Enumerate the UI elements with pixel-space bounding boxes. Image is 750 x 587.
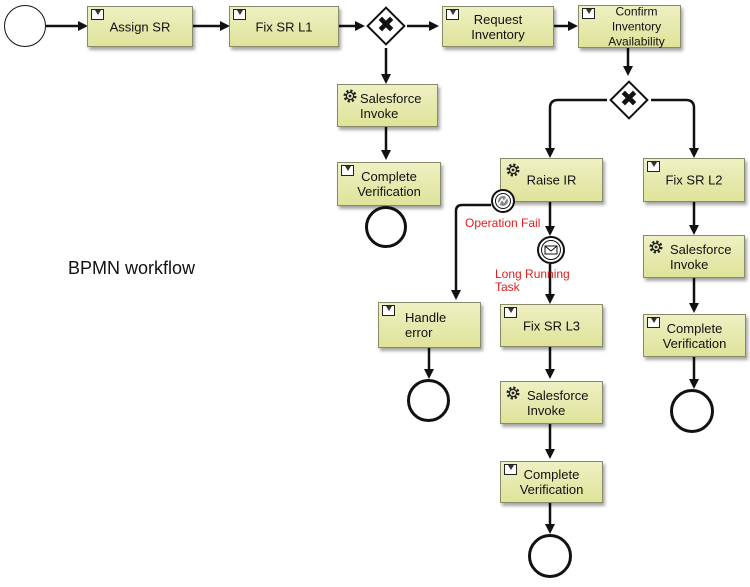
user-task-icon: [504, 307, 517, 318]
start-event-icon[interactable]: [4, 5, 46, 47]
end-event-icon[interactable]: [407, 379, 450, 422]
task-request-inventory[interactable]: Request Inventory: [442, 6, 554, 47]
envelope-icon[interactable]: [537, 236, 565, 264]
gear-icon: [343, 89, 357, 103]
task-label: Fix SR L3: [522, 318, 581, 333]
error-event-inner: [495, 193, 511, 209]
end-event-icon[interactable]: [365, 206, 407, 248]
flow-operation-fail-to-handle-error: [454, 203, 491, 292]
gear-icon: [506, 163, 520, 177]
task-fix-sr-l1[interactable]: Fix SR L1: [229, 6, 339, 47]
diagram-title: BPMN workflow: [68, 258, 196, 278]
user-task-icon: [504, 464, 517, 475]
task-salesforce-invoke-1[interactable]: Salesforce Invoke: [337, 84, 438, 127]
task-label: Handle error: [405, 310, 447, 340]
envelope-symbol: [544, 245, 558, 255]
long-running-task-label: Long Running Task: [495, 267, 570, 294]
gear-icon: [506, 386, 520, 400]
task-label: Salesforce Invoke: [360, 90, 422, 121]
flow-gateway-2-to-fix-l2: [651, 98, 696, 150]
task-salesforce-invoke-3[interactable]: Salesforce Invoke: [500, 381, 603, 424]
task-label: Complete Verification: [357, 169, 421, 199]
task-label: Complete Verification: [519, 467, 584, 497]
user-task-icon: [647, 317, 660, 328]
user-task-icon: [341, 165, 354, 176]
user-task-icon: [647, 161, 660, 172]
user-task-icon: [582, 8, 595, 19]
end-event-icon[interactable]: [528, 534, 572, 578]
task-assign-sr[interactable]: Assign SR: [87, 6, 193, 47]
error-event-icon[interactable]: [491, 189, 515, 213]
task-label: Request Inventory: [471, 11, 525, 42]
message-event-inner: [541, 240, 561, 260]
task-confirm-inventory[interactable]: Confirm Inventory Availability: [578, 4, 681, 48]
task-salesforce-invoke-2[interactable]: Salesforce Invoke: [643, 235, 745, 278]
user-task-icon: [233, 9, 246, 20]
task-label: Assign SR: [109, 19, 171, 34]
user-task-icon: [446, 9, 459, 20]
user-task-icon: [91, 9, 104, 20]
error-symbol: [498, 196, 508, 206]
task-handle-error[interactable]: Handle error: [378, 302, 481, 348]
user-task-icon: [382, 305, 395, 316]
task-label: Confirm Inventory Availability: [608, 4, 665, 48]
task-complete-verification-1[interactable]: Complete Verification: [337, 162, 441, 206]
task-complete-verification-2[interactable]: Complete Verification: [643, 314, 746, 357]
task-label: Fix SR L1: [255, 19, 313, 34]
task-label: Salesforce Invoke: [670, 241, 732, 272]
task-label: Raise IR: [526, 172, 577, 188]
task-fix-sr-l2[interactable]: Fix SR L2: [643, 158, 745, 202]
task-label: Complete Verification: [662, 320, 727, 351]
gateway-x-glyph: ✖: [376, 13, 396, 38]
task-complete-verification-3[interactable]: Complete Verification: [500, 461, 603, 503]
task-label: Fix SR L2: [665, 172, 723, 188]
task-fix-sr-l3[interactable]: Fix SR L3: [500, 304, 603, 347]
flow-gateway-2-to-raise-ir: [548, 98, 607, 150]
task-label: Salesforce Invoke: [527, 387, 589, 418]
gateway-x-glyph: ✖: [619, 87, 639, 112]
operation-fail-label: Operation Fail: [465, 216, 541, 230]
task-raise-ir[interactable]: Raise IR: [500, 158, 603, 202]
gear-icon: [649, 240, 663, 254]
end-event-icon[interactable]: [670, 389, 714, 433]
